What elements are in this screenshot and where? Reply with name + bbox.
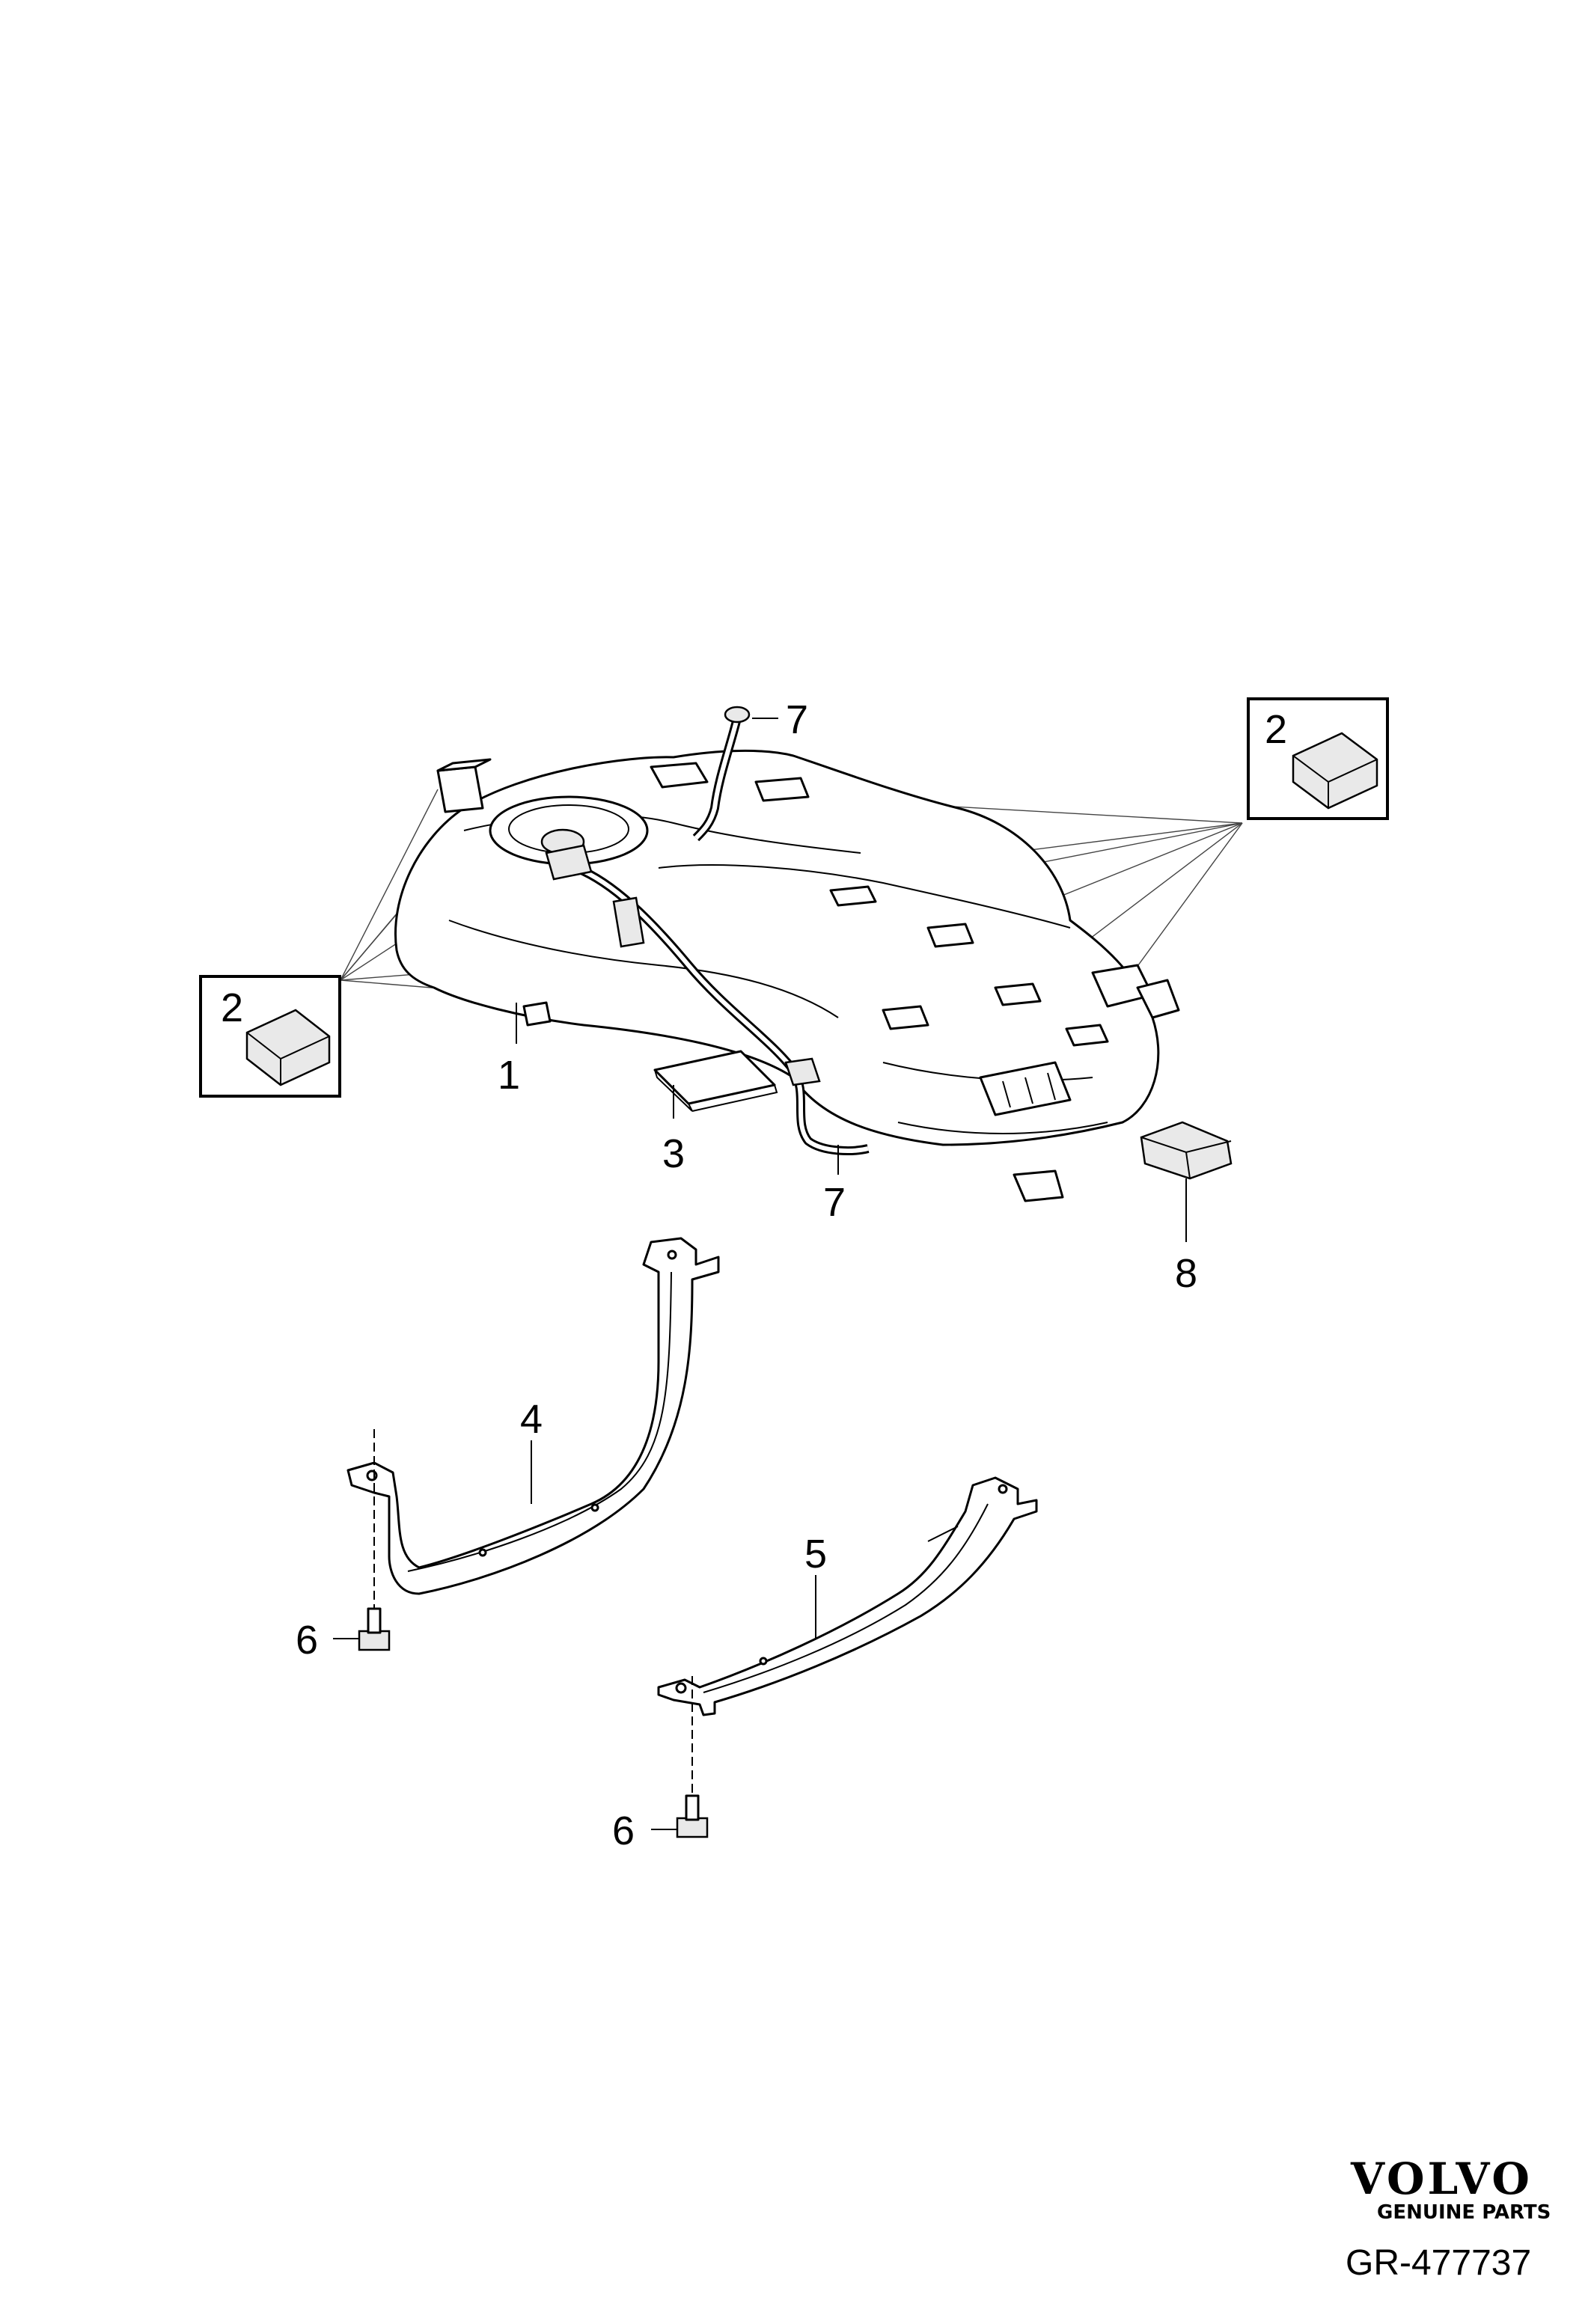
fuel-line [545, 706, 870, 1155]
callout-7-bottom: 7 [823, 1180, 846, 1225]
tank-strap-5 [657, 1476, 1038, 1716]
callout-box-2-left [199, 975, 341, 1098]
callout-leaders [333, 718, 1187, 1830]
callout-5: 5 [804, 1532, 827, 1577]
connector-cover-part-8 [1140, 1121, 1233, 1180]
callout-8: 8 [1175, 1251, 1197, 1296]
bolt-6-bottom [676, 1794, 709, 1838]
volvo-logo-word: VOLVO [1350, 2153, 1533, 2204]
callout-3: 3 [662, 1131, 685, 1176]
volvo-logo: VOLVO GENUINE PARTS [1350, 2153, 1551, 2224]
callout-2-right: 2 [1265, 707, 1287, 752]
callout-box-2-right [1247, 697, 1389, 820]
fuel-tank [394, 749, 1180, 1202]
tank-strap-4 [346, 1237, 720, 1595]
callout-6-bottom: 6 [612, 1808, 635, 1853]
callout-1: 1 [498, 1053, 520, 1098]
volvo-logo-subtitle: GENUINE PARTS [1377, 2201, 1551, 2224]
callout-6-left: 6 [296, 1618, 318, 1663]
diagram-reference-number: GR-477737 [1346, 2243, 1531, 2283]
callout-2-left: 2 [221, 985, 243, 1030]
bolt-6-left [358, 1607, 391, 1651]
pad-part-3 [653, 1050, 778, 1112]
callout-7-top: 7 [786, 697, 808, 742]
callout-4: 4 [520, 1397, 543, 1442]
